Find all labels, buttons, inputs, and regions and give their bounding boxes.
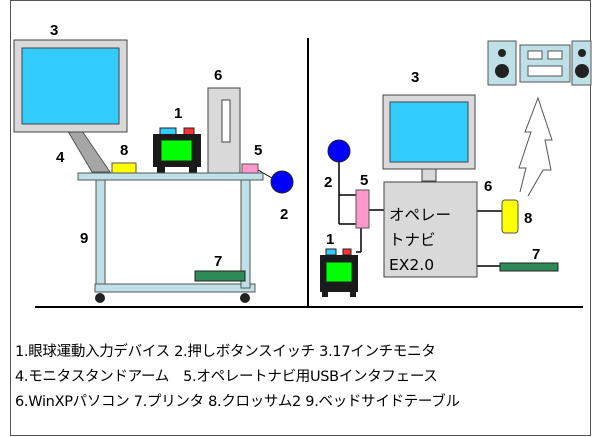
- label-2-right: 2: [324, 174, 332, 191]
- label-6-right: 6: [484, 178, 492, 195]
- label-4-left: 4: [56, 149, 65, 166]
- interface-line1: オペレー: [389, 206, 451, 224]
- monitor-left: [13, 39, 128, 133]
- crossam-right: [501, 199, 519, 234]
- eye-device-left: [153, 127, 201, 173]
- printer-right: [499, 262, 559, 272]
- eye-device-right: [320, 248, 358, 297]
- label-5-right: 5: [360, 172, 368, 189]
- pc-tower: [207, 87, 241, 174]
- legend-line-1: 1.眼球運動入力デバイス 2.押しボタンスイッチ 3.17インチモニタ: [15, 344, 436, 360]
- label-9-left: 9: [80, 230, 88, 247]
- label-3-left: 3: [50, 22, 58, 39]
- legend-line-3: 6.WinXPパソコン 7.プリンタ 8.クロッサム2 9.ベッドサイドテーブル: [15, 394, 460, 410]
- label-6-left: 6: [214, 67, 222, 84]
- label-2-left: 2: [280, 206, 288, 223]
- wireless-signal-icon: [518, 96, 553, 197]
- interface-line3: EX2.0: [389, 256, 434, 274]
- stereo-icon: [487, 40, 592, 86]
- label-5-left: 5: [254, 142, 262, 159]
- operate-navi-box: [383, 181, 478, 278]
- cables-right: [338, 162, 502, 267]
- bedside-table: [77, 172, 264, 303]
- cable-left: [257, 169, 273, 179]
- monitor-arm: [65, 127, 111, 173]
- label-3-right: 3: [411, 69, 419, 86]
- label-7-right: 7: [532, 246, 540, 263]
- switch-left: [270, 170, 294, 194]
- interface-line2: トナビ: [389, 231, 436, 249]
- label-8-left: 8: [120, 142, 128, 159]
- legend-line-2: 4.モニタスタンドアーム 5.オペレートナビ用USBインタフェース: [15, 369, 438, 385]
- monitor-right: [382, 94, 476, 182]
- printer-left: [194, 270, 246, 282]
- label-1-left: 1: [174, 105, 182, 122]
- crossam-left: [111, 162, 137, 174]
- usb-interface-right: [355, 189, 370, 229]
- label-8-right: 8: [524, 210, 532, 227]
- switch-right: [327, 139, 351, 163]
- label-7-left: 7: [214, 253, 222, 270]
- label-1-right: 1: [326, 231, 334, 248]
- usb-interface-left: [241, 163, 259, 174]
